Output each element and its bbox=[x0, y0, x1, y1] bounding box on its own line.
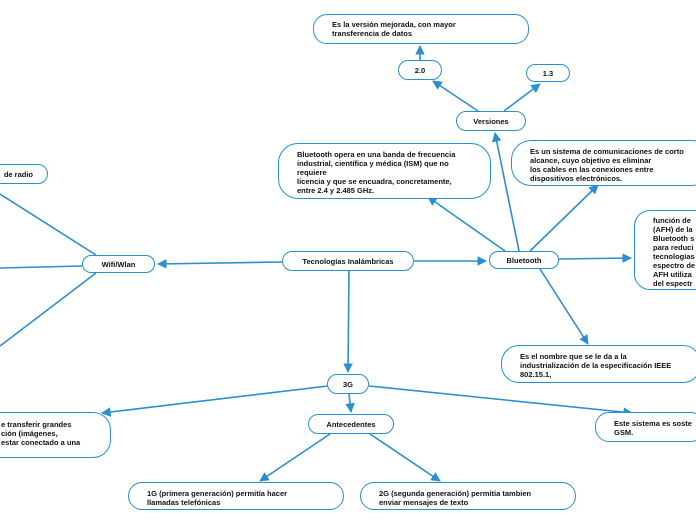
wifi-to-radio-connector bbox=[0, 193, 97, 256]
central-to-3g-connector bbox=[343, 270, 353, 373]
antecedentes-node[interactable]: Antecedentes bbox=[308, 414, 394, 434]
3g-to-transfer-connector bbox=[101, 385, 329, 417]
2g-node[interactable]: 2G (segunda generación) permitía tambien… bbox=[360, 482, 576, 510]
central-to-wifi-connector bbox=[157, 259, 283, 269]
bluetooth-to-versiones-connector bbox=[492, 132, 520, 252]
3g-transfer-node[interactable]: e transferir grandes ción (imágenes, est… bbox=[0, 412, 111, 458]
bluetooth-to-sistema-connector bbox=[529, 184, 599, 252]
version-2-0-description-node[interactable]: Es la versión mejorada, con mayor transf… bbox=[313, 14, 529, 44]
3g-node[interactable]: 3G bbox=[327, 374, 369, 394]
version-2-0-node[interactable]: 2.0 bbox=[398, 60, 442, 80]
bluetooth-afh-node[interactable]: función de (AFH) de la Bluetooth s para … bbox=[634, 210, 696, 290]
3g-to-gsm-connector bbox=[368, 385, 633, 417]
bluetooth-system-description-node[interactable]: Es un sistema de comunicaciones de corto… bbox=[511, 140, 696, 186]
antecedentes-to-1g-connector bbox=[259, 433, 331, 482]
3g-gsm-node[interactable]: Este sistema es soste GSM. bbox=[595, 412, 696, 442]
bluetooth-ism-band-node[interactable]: Bluetooth opera en una banda de frecuenc… bbox=[278, 143, 491, 199]
versiones-to-2-0-connector bbox=[432, 80, 479, 112]
wifi-wlan-node[interactable]: Wifi/Wlan bbox=[82, 255, 155, 273]
bluetooth-to-ieee-connector bbox=[539, 268, 589, 345]
bluetooth-to-afh-connector bbox=[558, 253, 632, 263]
3g-to-antecedentes-connector bbox=[345, 393, 355, 413]
bluetooth-to-ism-connector bbox=[427, 196, 506, 252]
version-1-3-node[interactable]: 1.3 bbox=[526, 64, 570, 82]
bluetooth-ieee-node[interactable]: Es el nombre que se le da a la industria… bbox=[501, 345, 696, 383]
antecedentes-to-2g-connector bbox=[369, 433, 441, 482]
wifi-to-left-mid-connector bbox=[0, 265, 83, 269]
wifi-radio-node[interactable]: de radio bbox=[0, 164, 48, 184]
1g-node[interactable]: 1G (primera generación) permitía hacer l… bbox=[128, 482, 344, 510]
wifi-to-left-low-connector bbox=[0, 272, 97, 347]
bluetooth-node[interactable]: Bluetooth bbox=[489, 251, 559, 269]
central-topic-node[interactable]: Tecnologías Inalámbricas bbox=[282, 251, 414, 271]
versiones-to-1-3-connector bbox=[503, 83, 541, 112]
versiones-node[interactable]: Versiones bbox=[456, 111, 526, 131]
